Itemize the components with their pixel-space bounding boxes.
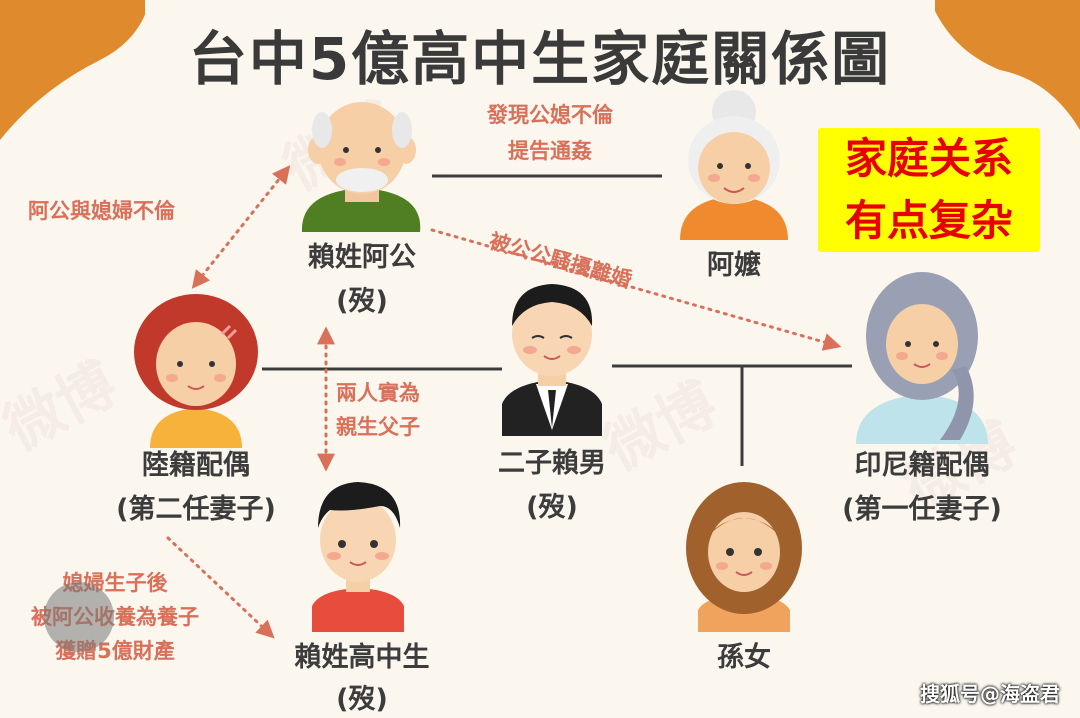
son-name: 二子賴男 — [498, 448, 606, 479]
note-biological: 兩人實為 親生父子 — [336, 378, 420, 442]
grandma-name: 阿嬤 — [707, 250, 761, 281]
note-adopt-line3: 獲贈5億財產 — [55, 639, 175, 663]
title-banner — [145, 0, 935, 90]
corner-decoration-left — [0, 0, 150, 140]
footer-credit: 搜狐号@海盗君 — [920, 682, 1060, 706]
grandpa-label: 賴姓阿公 (歿) — [262, 240, 462, 320]
arrow-adopt — [166, 536, 275, 639]
note-biological-line2: 親生父子 — [336, 415, 420, 439]
student-name: 賴姓高中生 — [294, 642, 430, 673]
student-label: 賴姓高中生 (歿) — [252, 640, 472, 718]
grandma-label: 阿嬤 — [684, 248, 784, 284]
arrow-harass — [430, 228, 842, 351]
annotation-line1: 家庭关系 — [844, 134, 1013, 183]
note-affair: 阿公與媳婦不倫 — [28, 199, 175, 223]
note-adopt-line2: 被阿公收養為養子 — [31, 605, 199, 629]
note-discover-line2: 提告通姦 — [508, 139, 592, 163]
blur-mask — [44, 582, 114, 652]
annotation-overlay: 家庭关系 有点复杂 — [818, 128, 1040, 252]
son-status: (歿) — [526, 492, 578, 523]
second-wife-name: 陸籍配偶 — [142, 450, 250, 481]
note-discover-line1: 發現公媳不倫 — [487, 103, 613, 127]
note-adopt: 媳婦生子後 被阿公收養為養子 獲贈5億財產 — [10, 568, 220, 666]
arrow-affair — [191, 165, 291, 289]
note-discover: 發現公媳不倫 提告通姦 — [470, 100, 630, 166]
first-wife-name: 印尼籍配偶 — [854, 450, 990, 481]
corner-decoration-right — [930, 0, 1080, 130]
second-wife-label: 陸籍配偶 (第二任妻子) — [86, 448, 306, 528]
grandpa-name: 賴姓阿公 — [308, 242, 416, 273]
granddaughter-label: 孫女 — [694, 640, 794, 676]
granddaughter-name: 孫女 — [717, 642, 771, 673]
note-biological-line1: 兩人實為 — [336, 381, 420, 405]
son-label: 二子賴男 (歿) — [462, 446, 642, 526]
note-adopt-line1: 媳婦生子後 — [62, 571, 168, 595]
first-wife-label: 印尼籍配偶 (第一任妻子) — [812, 448, 1032, 528]
first-wife-role: (第一任妻子) — [842, 494, 1002, 525]
annotation-line2: 有点复杂 — [844, 196, 1013, 245]
grandpa-status: (歿) — [336, 286, 388, 317]
second-wife-role: (第二任妻子) — [116, 494, 276, 525]
page-title: 台中5億高中生家庭關係圖 — [188, 25, 892, 93]
student-status: (歿) — [336, 684, 388, 715]
